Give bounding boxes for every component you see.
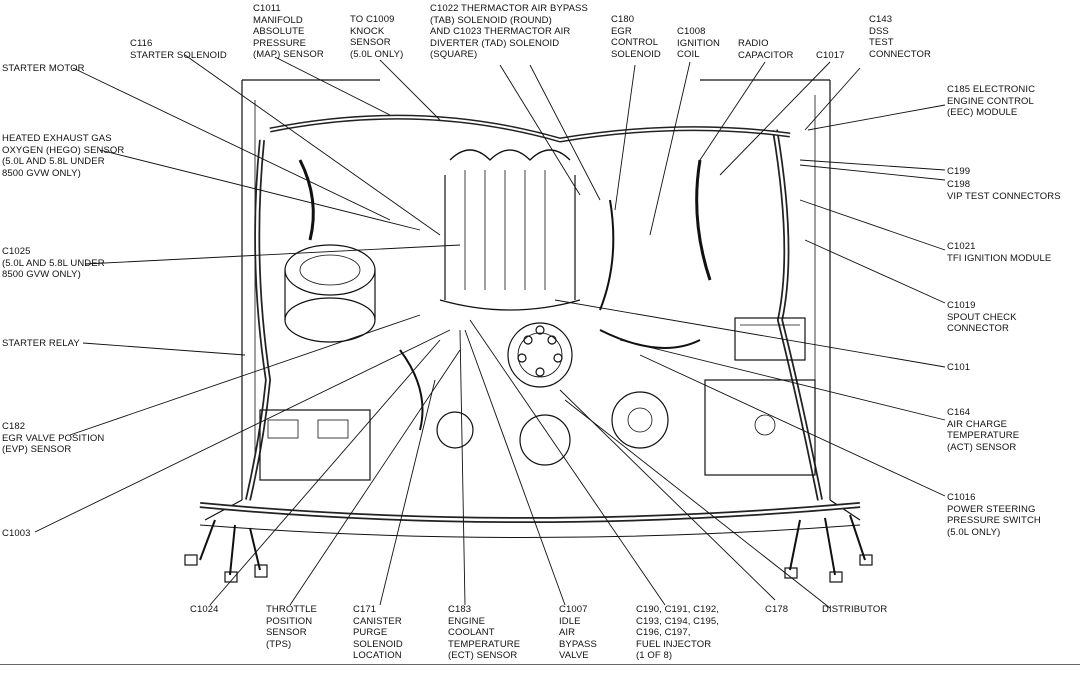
label-c1003: C1003 — [2, 528, 31, 539]
label-c1008: C1008 IGNITION COIL — [677, 26, 721, 61]
label-fuel-injectors: C190, C191, C192, C193, C194, C195, C196… — [636, 604, 720, 662]
label-c116: C116 STARTER SOLENOID — [130, 38, 227, 61]
label-hego: HEATED EXHAUST GAS OXYGEN (HEGO) SENSOR … — [2, 133, 125, 179]
label-c1016: C1016 POWER STEERING PRESSURE SWITCH (5.… — [947, 492, 1041, 538]
label-c1024: C1024 — [190, 604, 219, 615]
label-radio-capacitor: RADIO CAPACITOR — [738, 38, 794, 61]
label-c1011: C1011 MANIFOLD ABSOLUTE PRESSURE (MAP) S… — [253, 3, 324, 61]
label-c101: C101 — [947, 362, 971, 373]
label-c182: C182 EGR VALVE POSITION (EVP) SENSOR — [2, 421, 105, 456]
label-c178: C178 — [765, 604, 789, 615]
label-c143: C143 DSS TEST CONNECTOR — [869, 14, 931, 60]
label-c185: C185 ELECTRONIC ENGINE CONTROL (EEC) MOD… — [947, 84, 1036, 119]
label-starter-motor: STARTER MOTOR — [2, 63, 85, 74]
label-c199: C199 — [947, 166, 971, 177]
label-c1025: C1025 (5.0L AND 5.8L UNDER 8500 GVW ONLY… — [2, 246, 105, 281]
label-c198: C198 VIP TEST CONNECTORS — [947, 179, 1061, 202]
label-c180: C180 EGR CONTROL SOLENOID — [611, 14, 661, 60]
label-c1009: TO C1009 KNOCK SENSOR (5.0L ONLY) — [350, 14, 404, 60]
label-c1019: C1019 SPOUT CHECK CONNECTOR — [947, 300, 1017, 335]
label-starter-relay: STARTER RELAY — [2, 338, 80, 349]
label-tps: THROTTLE POSITION SENSOR (TPS) — [266, 604, 317, 650]
label-c164: C164 AIR CHARGE TEMPERATURE (ACT) SENSOR — [947, 407, 1020, 453]
label-c1017: C1017 — [816, 50, 845, 61]
label-c183: C183 ENGINE COOLANT TEMPERATURE (ECT) SE… — [448, 604, 521, 662]
label-c1021: C1021 TFI IGNITION MODULE — [947, 241, 1052, 264]
bottom-rule — [0, 664, 1080, 665]
label-distributor: DISTRIBUTOR — [822, 604, 888, 615]
label-c171: C171 CANISTER PURGE SOLENOID LOCATION — [353, 604, 403, 662]
label-c1007: C1007 IDLE AIR BYPASS VALVE — [559, 604, 597, 662]
label-c1022: C1022 THERMACTOR AIR BYPASS (TAB) SOLENO… — [430, 3, 588, 61]
